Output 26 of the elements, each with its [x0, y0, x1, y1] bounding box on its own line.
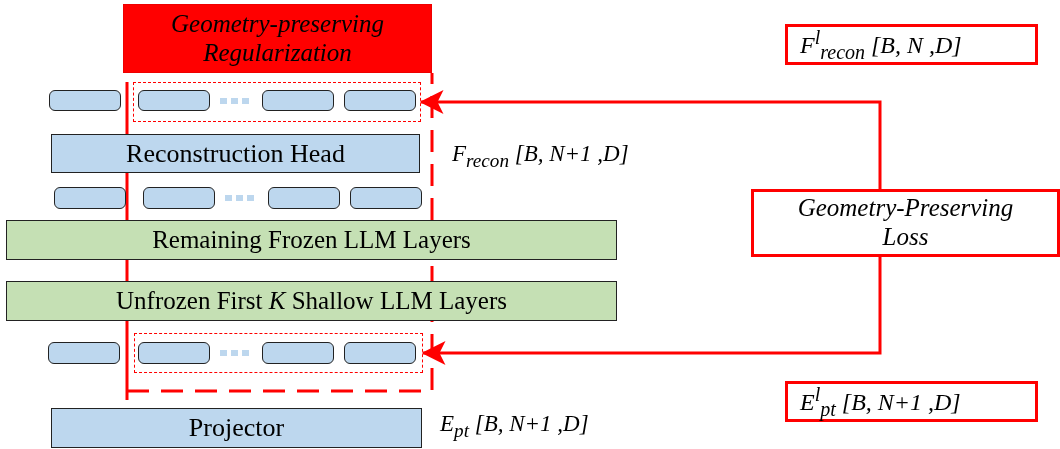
arrow [419, 90, 882, 189]
dashed-group-box [133, 82, 421, 122]
dashed-group-box [134, 333, 423, 373]
tensor-shape-label: F$_{recon}$ [B, N+1 ,D] [452, 141, 629, 172]
token-box [54, 187, 126, 209]
token-box [350, 187, 422, 209]
module-box: Reconstruction Head [51, 134, 420, 173]
token-box [268, 187, 340, 209]
arrow [421, 257, 882, 365]
token-box [49, 90, 121, 111]
token-box [343, 89, 416, 111]
token-box [143, 187, 215, 209]
token-box [261, 89, 334, 111]
token-box [48, 342, 120, 364]
module-box: Projector [51, 408, 422, 448]
token-box [261, 341, 334, 364]
token-box [343, 341, 416, 364]
tensor-box: E$^{l}$$_{pt}$ [B, N+1 ,D] [785, 381, 1038, 422]
tensor-box: F$^{l}$$_{recon}$ [B, N ,D] [785, 24, 1038, 65]
layer-box: Remaining Frozen LLM Layers [6, 220, 617, 260]
title-box: Geometry-preserving Regularization [123, 4, 432, 73]
layer-box: Unfrozen First K Shallow LLM Layers [6, 281, 617, 321]
token-box [137, 89, 210, 111]
token-box [137, 341, 210, 364]
tensor-shape-label: E$_{pt}$ [B, N+1 ,D] [440, 411, 589, 442]
loss-box: Geometry-Preserving Loss [751, 189, 1060, 257]
